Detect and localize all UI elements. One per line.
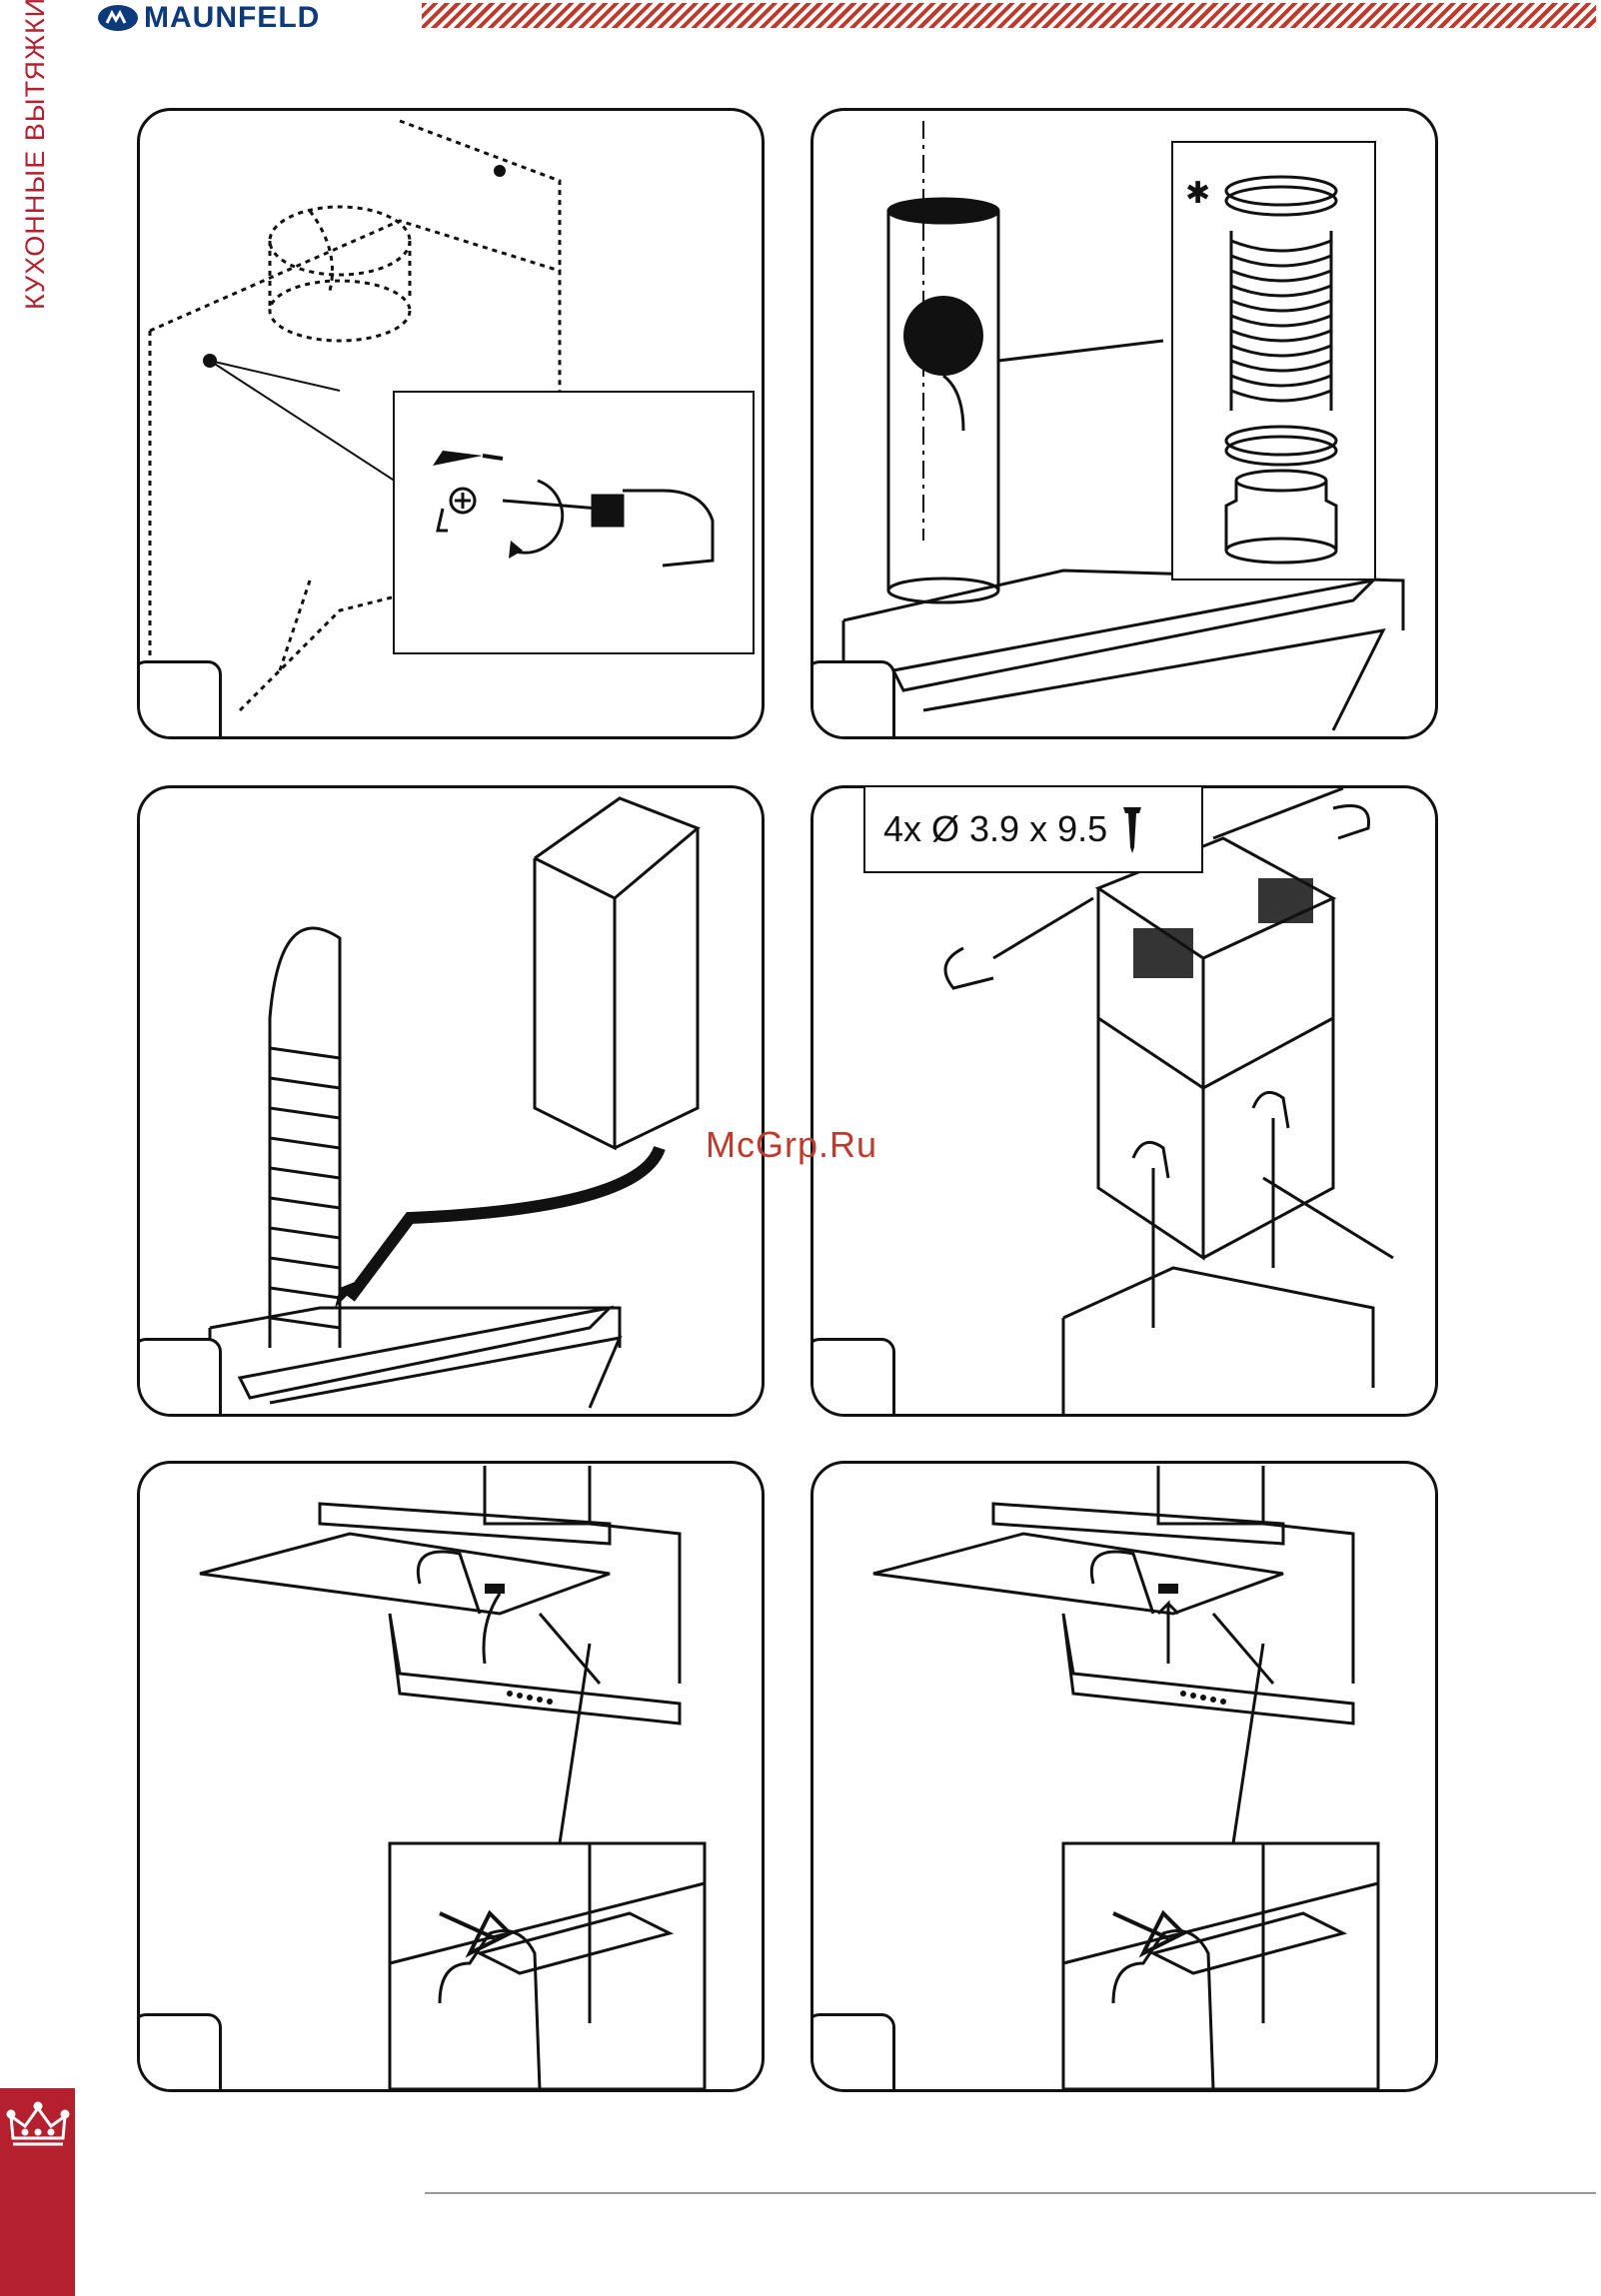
- screw-spec-box: 4x Ø 3.9 x 9.5: [863, 785, 1203, 873]
- step-panel-1: [137, 108, 765, 739]
- screw-detail-inset: [393, 391, 755, 654]
- step-number-box: [810, 660, 895, 739]
- step-number-box: [810, 1338, 895, 1417]
- brand-name: MAUNFELD: [144, 1, 320, 35]
- maunfeld-logo-icon: [98, 5, 138, 31]
- illustration-chimney-cover: [140, 788, 762, 1414]
- screw-icon: [1121, 803, 1143, 855]
- step-number-box: [137, 1338, 222, 1417]
- step-number-box: [137, 660, 222, 739]
- footer-rule: [425, 2192, 1596, 2194]
- step-panel-5: [137, 1461, 765, 2092]
- illustration-open-panel: [140, 1464, 762, 2089]
- side-accent-bar: [0, 2088, 75, 2296]
- step-panel-4: [810, 785, 1438, 1417]
- section-label: КУХОННЫЕ ВЫТЯЖКИ: [20, 10, 60, 310]
- asterisk-mark: ✱: [1185, 176, 1210, 211]
- screw-spec-text: 4x Ø 3.9 x 9.5: [883, 808, 1107, 850]
- step-panel-6: [810, 1461, 1438, 2092]
- step-panel-2: ✱: [810, 108, 1438, 739]
- flex-hose-detail-inset: ✱: [1171, 141, 1376, 580]
- step-number-box: [137, 2013, 222, 2092]
- header-stripe: [422, 3, 1596, 28]
- brand-logo: MAUNFELD: [98, 0, 320, 36]
- watermark: McGrp.Ru: [706, 1124, 877, 1166]
- crown-emblem-icon: [5, 2098, 71, 2154]
- step-panel-3: [137, 785, 765, 1417]
- section-label-text: КУХОННЫЕ ВЫТЯЖКИ: [20, 0, 51, 310]
- illustration-fix-chimney: [813, 788, 1435, 1414]
- step-number-box: [810, 2013, 895, 2092]
- illustration-close-panel: [813, 1464, 1435, 2089]
